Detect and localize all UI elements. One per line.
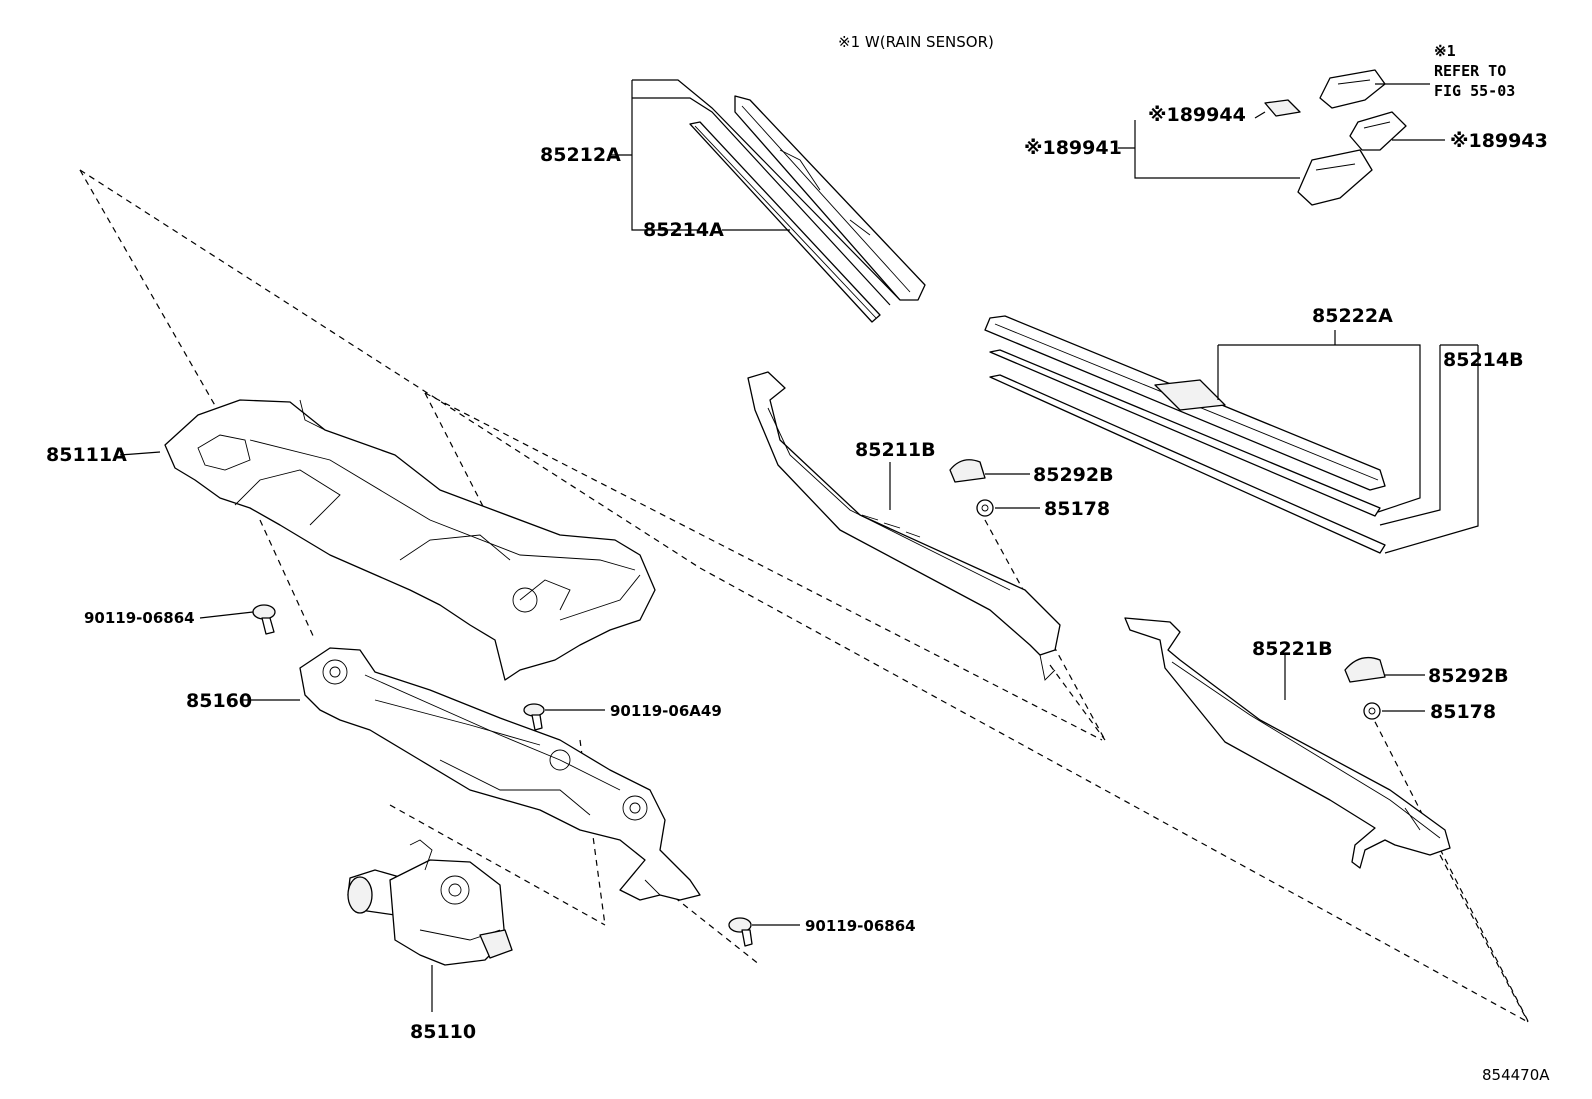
label-85111A: 85111A bbox=[46, 444, 127, 466]
wiper-blade-85212A bbox=[734, 95, 926, 301]
bolt-90119-06864-lower bbox=[728, 917, 753, 947]
rain-sensor-bracket-89943 bbox=[1349, 111, 1407, 151]
label-85178-lower: 85178 bbox=[1430, 701, 1496, 723]
arm-cap-85292B-lower bbox=[1344, 656, 1386, 683]
wiper-arm-85211B bbox=[747, 371, 1061, 681]
label-85292B-upper: 85292B bbox=[1033, 464, 1114, 486]
bolt-90119-06864-upper bbox=[252, 604, 276, 635]
arm-cap-85292B-upper bbox=[949, 459, 986, 483]
label-90119-06864-lower: 90119-06864 bbox=[805, 917, 916, 935]
cowl-cover-85111A bbox=[164, 399, 656, 681]
label-85214B: 85214B bbox=[1443, 349, 1524, 371]
label-90119-06A49: 90119-06A49 bbox=[610, 702, 722, 720]
rain-sensor-note: ※1 W(RAIN SENSOR) bbox=[838, 33, 994, 51]
label-85222A: 85222A bbox=[1312, 305, 1393, 327]
wiper-arm-85221B bbox=[1124, 617, 1451, 869]
wiper-blade-85222A bbox=[984, 315, 1386, 491]
blade-rubber-85214B bbox=[989, 349, 1386, 554]
arm-nut-85178-upper bbox=[976, 499, 994, 517]
refer-mark: ※1 bbox=[1434, 42, 1456, 60]
blade-rubber-85214A bbox=[689, 121, 881, 323]
wiper-link-85160 bbox=[299, 647, 701, 901]
label-89941: ※189941 bbox=[1024, 137, 1122, 159]
label-89944: ※189944 bbox=[1148, 104, 1246, 126]
wiper-motor-85110 bbox=[347, 839, 513, 966]
label-85221B: 85221B bbox=[1252, 638, 1333, 660]
rain-sensor-cover bbox=[1319, 69, 1386, 109]
bolt-90119-06A49 bbox=[523, 703, 545, 731]
label-85212A: 85212A bbox=[540, 144, 621, 166]
assembly-dashed-lines bbox=[79, 169, 1531, 1026]
figure-number: 854470A bbox=[1482, 1066, 1550, 1084]
label-90119-06864-upper: 90119-06864 bbox=[84, 609, 195, 627]
label-85160: 85160 bbox=[186, 690, 252, 712]
label-89943: ※189943 bbox=[1450, 130, 1548, 152]
rain-sensor-pad-89944 bbox=[1264, 99, 1301, 117]
refer-line2: FIG 55-03 bbox=[1434, 82, 1515, 100]
arm-nut-85178-lower bbox=[1363, 702, 1381, 720]
label-85178-upper: 85178 bbox=[1044, 498, 1110, 520]
label-85214A: 85214A bbox=[643, 219, 724, 241]
label-85110: 85110 bbox=[410, 1021, 476, 1043]
label-85292B-lower: 85292B bbox=[1428, 665, 1509, 687]
label-85211B: 85211B bbox=[855, 439, 936, 461]
rain-sensor-89941 bbox=[1297, 149, 1373, 206]
refer-line1: REFER TO bbox=[1434, 62, 1506, 80]
